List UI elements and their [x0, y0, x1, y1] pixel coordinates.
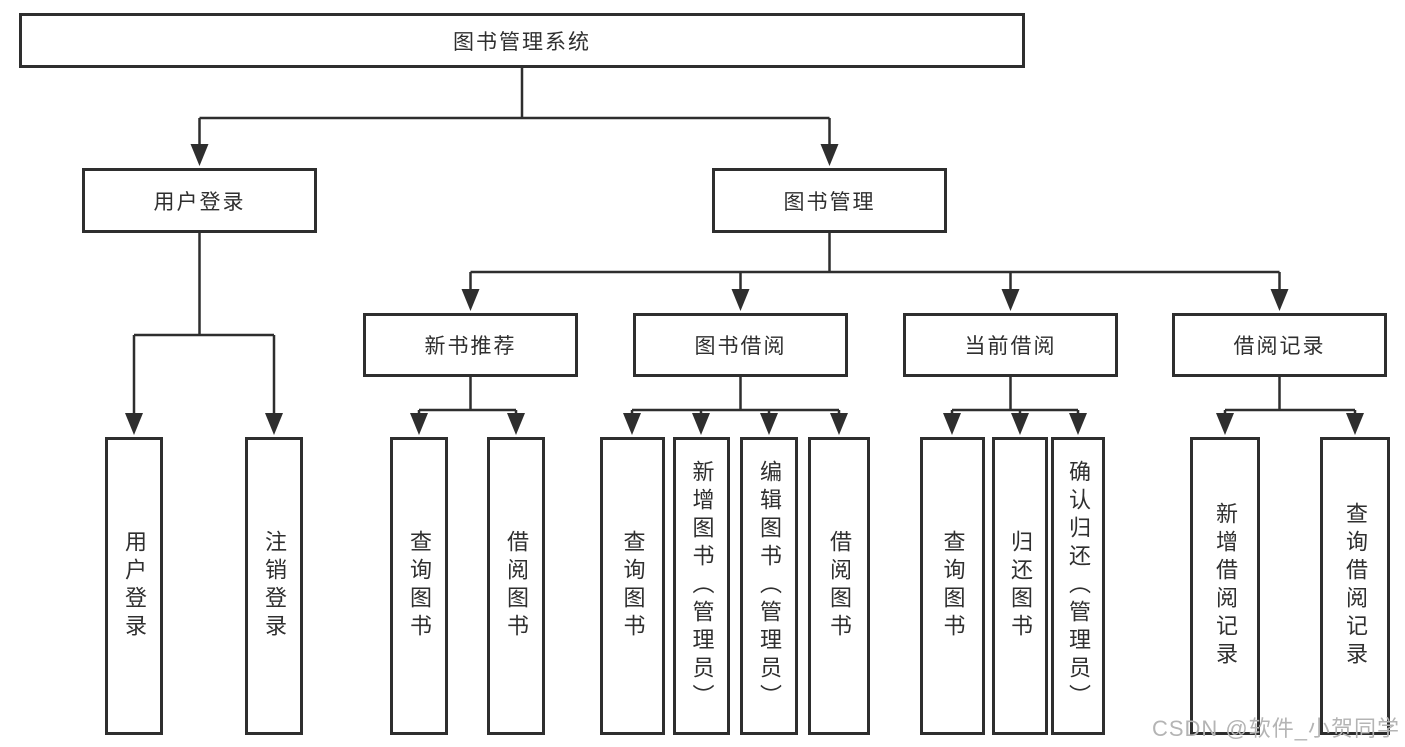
arrowhead	[760, 413, 778, 435]
node-book-management-label: 图书管理	[783, 190, 876, 214]
leaf-edit-book-admin: 编辑图书（管理员）	[740, 437, 798, 735]
leaf-query-borrow-record: 查询借阅记录	[1320, 437, 1390, 735]
leaf-confirm-return-admin-label: 确认归还（管理员）	[1066, 460, 1091, 712]
node-new-book-recommend-label: 新书推荐	[424, 335, 517, 358]
arrowhead	[731, 289, 750, 311]
arrowhead	[830, 413, 848, 435]
arrowhead	[1001, 289, 1020, 311]
node-user-login-label: 用户登录	[153, 190, 246, 214]
leaf-add-book-admin: 新增图书（管理员）	[673, 437, 730, 735]
arrowhead	[190, 144, 209, 166]
leaf-query-books-borrow: 查询图书	[600, 437, 665, 735]
leaf-query-books-current-label: 查询图书	[940, 530, 966, 642]
leaf-query-books-recommend-label: 查询图书	[407, 530, 432, 642]
node-root-label: 图书管理系统	[453, 30, 591, 54]
leaf-add-borrow-record: 新增借阅记录	[1190, 437, 1260, 735]
leaf-add-book-admin-label: 新增图书（管理员）	[689, 460, 715, 712]
leaf-confirm-return-admin: 确认归还（管理员）	[1051, 437, 1105, 735]
node-current-borrow-label: 当前借阅	[964, 335, 1057, 358]
arrowhead	[410, 413, 428, 435]
leaf-query-borrow-record-label: 查询借阅记录	[1343, 502, 1368, 670]
node-root: 图书管理系统	[19, 13, 1025, 68]
arrowhead	[943, 413, 961, 435]
node-borrow-records-label: 借阅记录	[1233, 335, 1326, 358]
leaf-query-books-current: 查询图书	[920, 437, 985, 735]
arrowhead	[820, 144, 839, 166]
node-book-borrow-label: 图书借阅	[694, 335, 787, 358]
arrowhead	[1011, 413, 1029, 435]
leaf-query-books-recommend: 查询图书	[390, 437, 448, 735]
node-book-management: 图书管理	[712, 168, 947, 233]
arrowhead	[461, 289, 480, 311]
node-borrow-records: 借阅记录	[1172, 313, 1387, 377]
leaf-borrow-books: 借阅图书	[808, 437, 870, 735]
node-new-book-recommend: 新书推荐	[363, 313, 578, 377]
leaf-query-books-borrow-label: 查询图书	[620, 530, 646, 642]
arrowhead	[125, 413, 143, 435]
arrowhead	[1346, 413, 1364, 435]
leaf-logout: 注销登录	[245, 437, 303, 735]
csdn-watermark: CSDN @软件_小贺同学	[1151, 716, 1400, 741]
arrowhead	[692, 413, 710, 435]
leaf-return-book: 归还图书	[992, 437, 1048, 735]
node-current-borrow: 当前借阅	[903, 313, 1118, 377]
leaf-borrow-books-recommend: 借阅图书	[487, 437, 545, 735]
arrowhead	[507, 413, 525, 435]
leaf-return-book-label: 归还图书	[1008, 530, 1033, 642]
leaf-borrow-books-recommend-label: 借阅图书	[504, 530, 529, 642]
node-book-borrow: 图书借阅	[633, 313, 848, 377]
arrowhead	[623, 413, 641, 435]
leaf-add-borrow-record-label: 新增借阅记录	[1213, 502, 1238, 670]
node-user-login: 用户登录	[82, 168, 317, 233]
leaf-borrow-books-label: 借阅图书	[827, 530, 852, 642]
leaf-user-login: 用户登录	[105, 437, 163, 735]
leaf-edit-book-admin-label: 编辑图书（管理员）	[757, 460, 782, 712]
arrowhead	[1270, 289, 1289, 311]
leaf-logout-label: 注销登录	[262, 530, 287, 642]
arrowhead	[265, 413, 283, 435]
arrowhead	[1069, 413, 1087, 435]
leaf-user-login-label: 用户登录	[122, 530, 147, 642]
arrowhead	[1216, 413, 1234, 435]
